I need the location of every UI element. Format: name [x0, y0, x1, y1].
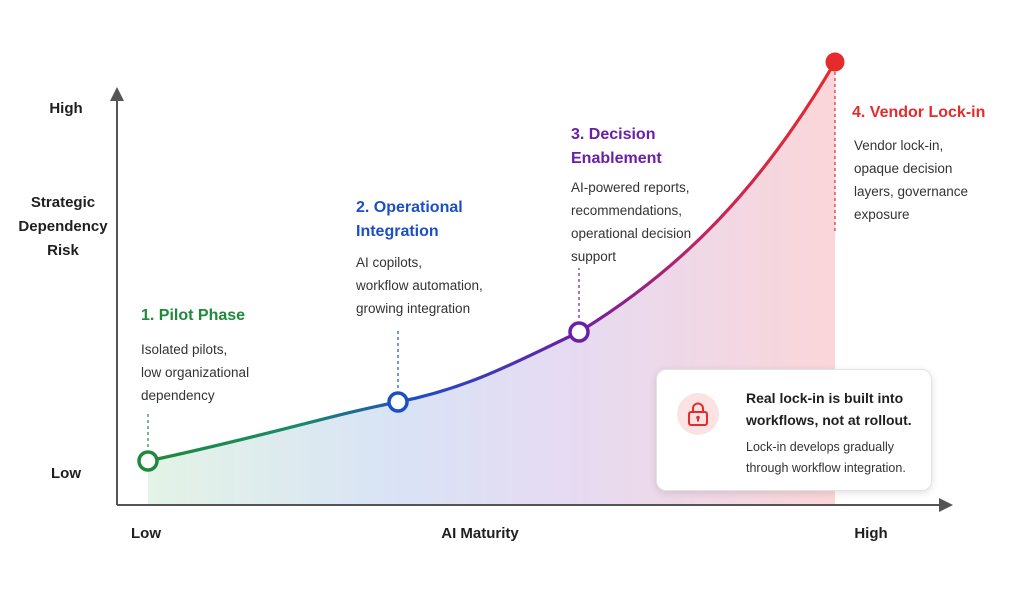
stage-2-title: 2. Operational Integration [356, 199, 463, 240]
callout-title: Real lock-in is built into workflows, no… [746, 390, 912, 428]
stage-3-title: 3. Decision Enablement [571, 126, 662, 167]
stage-2-marker [387, 391, 409, 413]
y-axis-title: Strategic Dependency Risk [18, 194, 108, 259]
stage-1-description: Isolated pilots, low organizational depe… [141, 342, 250, 403]
y-axis-low-label: Low [51, 465, 81, 482]
callout-text: Lock-in develops gradually through workf… [746, 440, 906, 475]
x-axis-low-label: Low [131, 525, 161, 542]
stage-1-marker [137, 450, 159, 472]
stage-4-title: 4. Vendor Lock-in [852, 104, 986, 121]
lock-icon [677, 393, 719, 435]
stage-3-marker [568, 321, 590, 343]
stage-4-description: Vendor lock-in, opaque decision layers, … [854, 138, 969, 222]
y-axis-high-label: High [49, 100, 83, 117]
stage-1-title: 1. Pilot Phase [141, 307, 246, 324]
x-axis-high-label: High [854, 525, 888, 542]
lock-in-callout: Real lock-in is built into workflows, no… [656, 369, 932, 491]
stage-4-marker [825, 52, 845, 72]
stage-3-description: AI-powered reports, recommendations, ope… [571, 180, 692, 264]
stage-2-description: AI copilots, workflow automation, growin… [356, 255, 483, 316]
risk-curve [146, 60, 837, 463]
x-axis-title: AI Maturity [441, 525, 519, 542]
